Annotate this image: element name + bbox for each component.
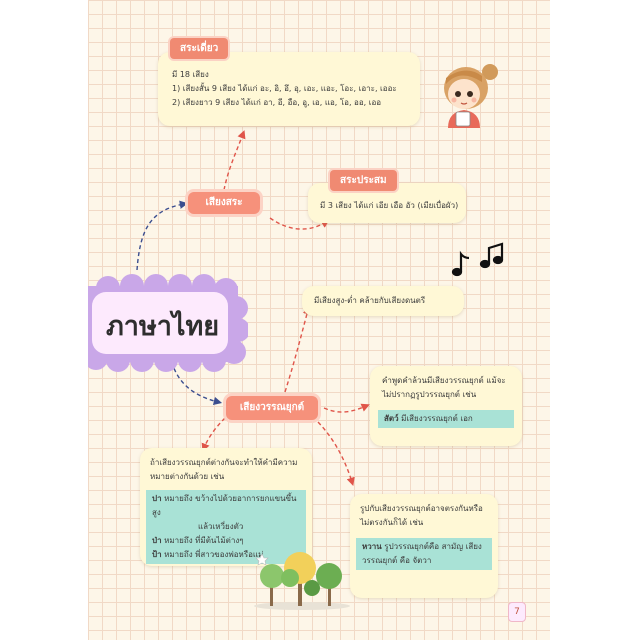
tone-box-3-line: รูปกับเสียงวรรณยุกต์อาจตรงกันหรือ — [360, 504, 483, 513]
tone-music-text: มีเสียงสูง-ต่ำ คล้ายกับเสียงดนตรี — [314, 296, 426, 305]
compound-vowel-text: มี 3 เสียง ได้แก่ เอีย เอือ อัว (เมียเบื… — [320, 201, 459, 210]
page-number: 7 — [514, 607, 520, 617]
page-number-badge: 7 — [508, 602, 526, 622]
example-text: แล้วเหวี่ยงตัว — [198, 522, 244, 531]
single-vowel-line: 1) เสียงสั้น 9 เสียง ได้แก่ อะ, อิ, อึ, … — [172, 84, 397, 93]
tone-box-3-word: หวาน — [362, 542, 382, 551]
single-vowel-label: สระเดี่ยว — [170, 38, 229, 59]
single-vowel-box: มี 18 เสียง 1) เสียงสั้น 9 เสียง ได้แก่ … — [158, 52, 420, 126]
tone-box-3-ex-line: วรรณยุกต์ คือ จัตวา — [362, 556, 432, 565]
page-title: ภาษาไทย — [106, 311, 220, 342]
tone-box-1-line: คำพูดคำล้วนมีเสียงวรรณยุกต์ แม้จะ — [382, 376, 506, 385]
tone-box-3-example: หวาน รูปวรรณยุกต์คือ สามัญ เสียง วรรณยุก… — [356, 538, 492, 570]
tone-box-1-line: ไม่ปรากฏรูปวรรณยุกต์ เช่น — [382, 390, 477, 399]
arrow-title-to-tone — [169, 354, 223, 406]
example-word: ปา — [152, 494, 162, 503]
compound-vowel-label: สระประสม — [330, 170, 397, 191]
single-vowel-line: มี 18 เสียง — [172, 70, 209, 79]
tone-box-3: รูปกับเสียงวรรณยุกต์อาจตรงกันหรือ ไม่ตรง… — [350, 494, 498, 598]
tone-node: เสียงวรรณยุกต์ — [226, 396, 318, 420]
tone-box-2-example: ป่า หมายถึง ที่มีต้นไม้ต่างๆ — [152, 534, 300, 548]
arrow-tone-to-box2 — [201, 417, 226, 452]
single-vowel-line: 2) เสียงยาว 9 เสียง ได้แก่ อา, อี, อือ, … — [172, 98, 382, 107]
tone-box-3-ex-line: รูปวรรณยุกต์คือ สามัญ เสียง — [384, 542, 482, 551]
tone-box-1: คำพูดคำล้วนมีเสียงวรรณยุกต์ แม้จะ ไม่ปรา… — [370, 366, 522, 446]
tone-box-2: ถ้าเสียงวรรณยุกต์ต่างกันจะทำให้คำมีความ … — [140, 448, 312, 566]
tone-box-1-ex-text: มีเสียงวรรณยุกต์ เอก — [401, 414, 473, 423]
tone-music-box: มีเสียงสูง-ต่ำ คล้ายกับเสียงดนตรี — [302, 286, 464, 316]
tone-box-2-example: ปา หมายถึง ขว้างไปด้วยอาการยกแขนขึ้นสูง — [152, 492, 300, 520]
example-text: หมายถึง ขว้างไปด้วยอาการยกแขนขึ้นสูง — [152, 494, 297, 517]
girl-illustration — [444, 64, 498, 128]
tone-box-1-example: สัตว์ มีเสียงวรรณยุกต์ เอก — [378, 410, 514, 428]
arrow-vowel-to-compound — [269, 217, 330, 230]
tone-box-2-line: ถ้าเสียงวรรณยุกต์ต่างกันจะทำให้คำมีความ — [150, 458, 298, 467]
trees-illustration — [254, 552, 350, 610]
tone-box-2-example: ป้า หมายถึง พี่สาวของพ่อหรือแม่ — [152, 548, 300, 562]
cloud-shape — [88, 274, 248, 372]
music-notes-icon — [451, 242, 504, 277]
arrow-tone-to-box1 — [323, 403, 370, 413]
tone-box-2-example: แล้วเหวี่ยงตัว — [152, 520, 300, 534]
tone-box-1-word: สัตว์ — [384, 414, 399, 423]
example-word: ป้า — [152, 550, 162, 559]
arrow-tone-to-box3 — [317, 421, 355, 487]
example-word: ป่า — [152, 536, 162, 545]
example-text: หมายถึง พี่สาวของพ่อหรือแม่ — [164, 550, 264, 559]
vowel-node: เสียงสระ — [188, 192, 260, 214]
arrow-title-to-vowel — [136, 200, 189, 271]
arrow-vowel-to-single — [223, 130, 246, 191]
tone-box-2-line: หมายต่างกันด้วย เช่น — [150, 472, 225, 481]
title-cloud: ภาษาไทย — [88, 274, 248, 372]
arrow-tone-to-music — [284, 305, 311, 393]
example-text: หมายถึง ที่มีต้นไม้ต่างๆ — [164, 536, 244, 545]
tone-box-3-line: ไม่ตรงกันก็ได้ เช่น — [360, 518, 424, 527]
tone-box-2-examples: ปา หมายถึง ขว้างไปด้วยอาการยกแขนขึ้นสูง … — [146, 490, 306, 564]
